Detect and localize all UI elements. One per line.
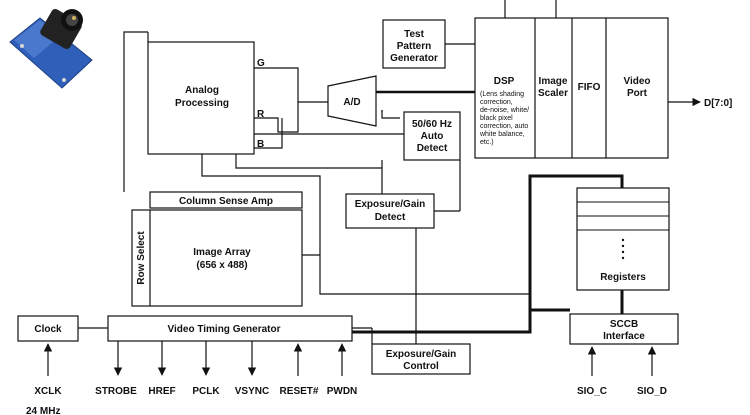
image-array-line-2: (656 x 488) <box>196 260 247 271</box>
pin-sio-c: SIO_C <box>577 386 607 397</box>
dsp-note-3: de-noise, white/ <box>480 107 529 114</box>
data-out-label: D[7:0] <box>704 98 732 109</box>
test-pattern-line-2: Pattern <box>397 41 431 52</box>
top-bus-lines <box>445 0 557 45</box>
auto-detect-line-1: 50/60 Hz <box>412 119 452 130</box>
ad-label: A/D <box>343 97 360 108</box>
dsp-note-5: correction, auto <box>480 123 528 130</box>
dsp-title: DSP <box>494 76 515 87</box>
sccb-line-1: SCCB <box>610 319 638 330</box>
pin-labels: XCLK STROBE HREF PCLK VSYNC RESET# PWDN … <box>34 386 667 397</box>
dsp-note-1: (Lens shading <box>480 91 524 98</box>
pin-pwdn: PWDN <box>327 386 358 397</box>
analog-line-1: Analog <box>185 85 219 96</box>
camera-module-photo <box>9 8 93 89</box>
exposure-control-line-2: Control <box>403 361 439 372</box>
test-pattern-line-3: Generator <box>390 53 438 64</box>
dsp-note-7: etc.) <box>480 139 494 146</box>
exposure-detect-line-2: Detect <box>375 212 406 223</box>
exposure-control-block: Exposure/Gain Control <box>371 343 471 375</box>
column-sense-label: Column Sense Amp <box>179 196 273 207</box>
image-scaler-line-1: Image <box>539 76 568 87</box>
test-pattern-line-1: Test <box>404 29 424 40</box>
port-g-label: G <box>257 58 265 69</box>
pin-vsync: VSYNC <box>235 386 269 397</box>
port-b-label: B <box>257 139 264 150</box>
clock-block: Clock <box>17 315 108 342</box>
rgb-wires <box>254 67 328 149</box>
test-pattern-generator-block: Test Pattern Generator <box>382 19 446 69</box>
ad-converter: A/D <box>327 75 475 127</box>
pin-sio-d: SIO_D <box>637 386 667 397</box>
pin-reset: RESET# <box>280 386 319 397</box>
dsp-note-2: correction, <box>480 99 513 106</box>
internal-wiring <box>123 31 530 344</box>
registers-label: Registers <box>600 272 646 283</box>
pin-href: HREF <box>148 386 175 397</box>
auto-detect-block: 50/60 Hz Auto Detect <box>381 110 461 161</box>
sccb-interface-block: SCCB Interface <box>569 313 679 345</box>
image-array-line-1: Image Array <box>193 247 251 258</box>
dsp-note-4: black pixel <box>480 115 513 122</box>
dsp-notes: (Lens shading correction, de-noise, whit… <box>479 91 529 146</box>
auto-detect-line-2: Auto <box>421 131 444 142</box>
analog-line-2: Processing <box>175 98 229 109</box>
sensor-array-group: Column Sense Amp Row Select Image Array … <box>131 191 303 307</box>
exposure-control-line-1: Exposure/Gain <box>386 349 457 360</box>
video-port-line-2: Port <box>627 88 648 99</box>
row-select-label: Row Select <box>136 231 147 285</box>
registers-block: Registers <box>576 187 670 291</box>
pin-strobe: STROBE <box>95 386 137 397</box>
image-scaler-line-2: Scaler <box>538 88 568 99</box>
dsp-note-6: white balance, <box>479 131 525 138</box>
pin-arrows <box>43 341 657 376</box>
video-port-line-1: Video <box>623 76 650 87</box>
port-r-label: R <box>257 109 265 120</box>
clock-label: Clock <box>34 324 62 335</box>
footnote-24mhz: 24 MHz <box>26 406 60 415</box>
dsp-pipeline: DSP (Lens shading correction, de-noise, … <box>474 17 732 159</box>
exposure-detect-line-1: Exposure/Gain <box>355 199 426 210</box>
timing-gen-label: Video Timing Generator <box>168 324 281 335</box>
fifo-label: FIFO <box>578 82 601 93</box>
video-timing-generator-block: Video Timing Generator <box>107 315 353 342</box>
analog-processing-block: Analog Processing G R B <box>147 41 265 155</box>
auto-detect-line-3: Detect <box>417 143 448 154</box>
control-bus <box>352 174 624 334</box>
sccb-line-2: Interface <box>603 331 645 342</box>
pin-xclk: XCLK <box>34 386 62 397</box>
pin-pclk: PCLK <box>192 386 220 397</box>
exposure-detect-block: Exposure/Gain Detect <box>345 193 435 229</box>
